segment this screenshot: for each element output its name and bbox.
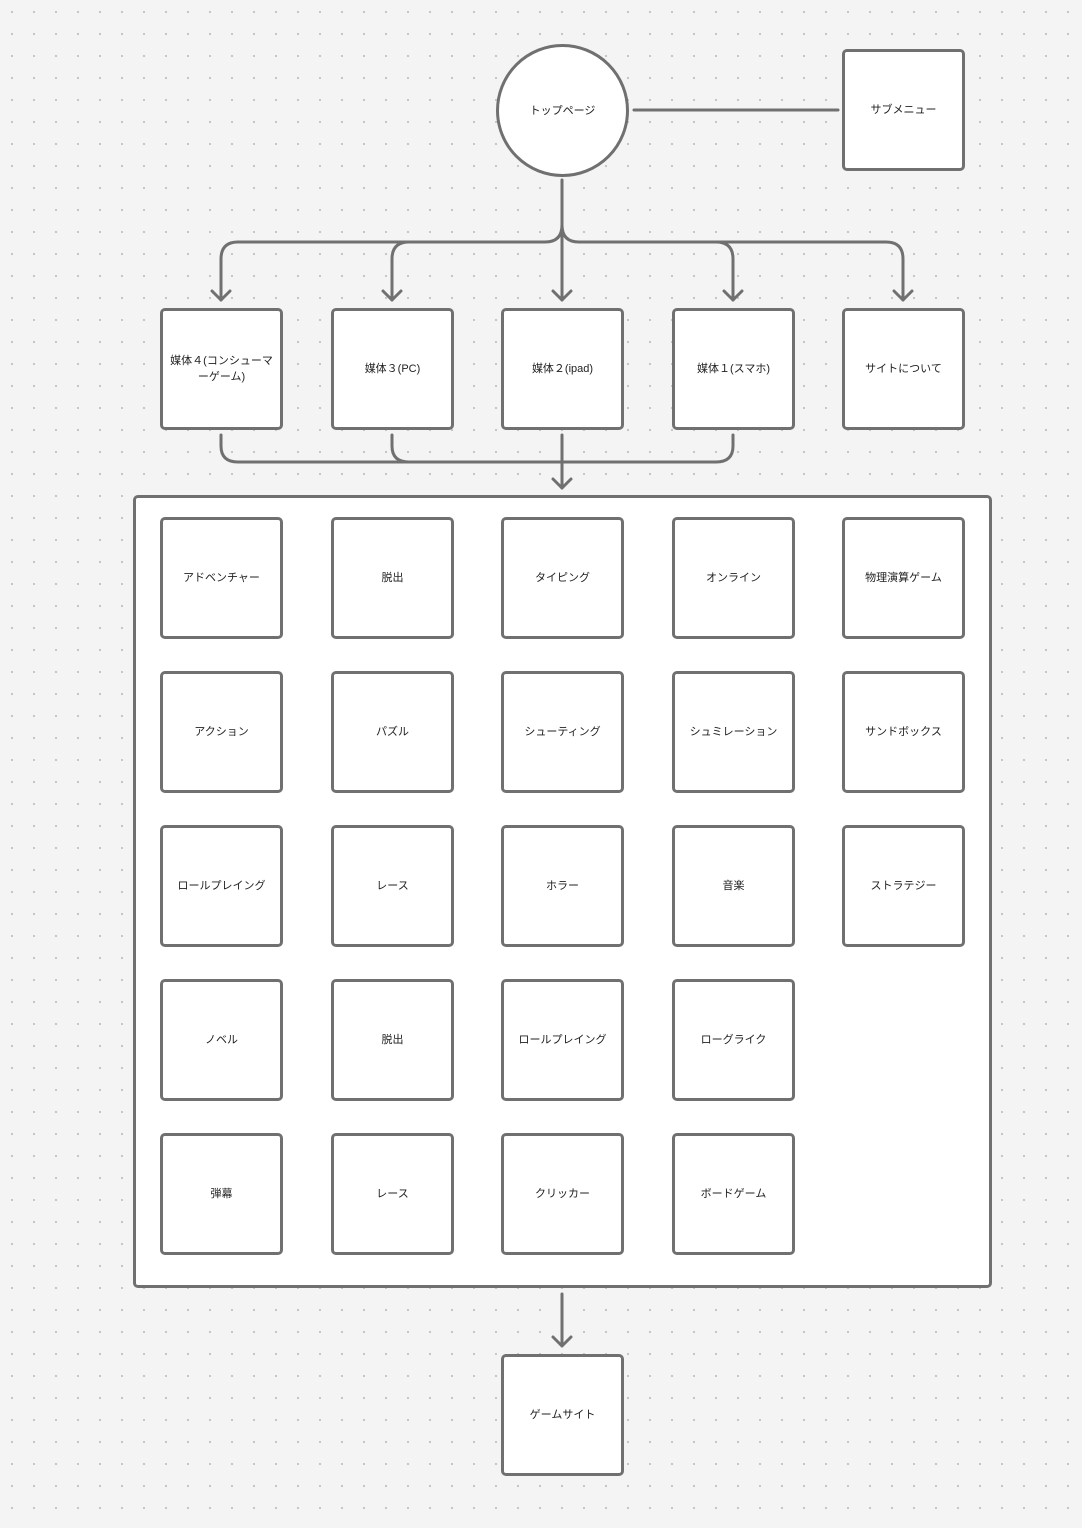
genre-label: 弾幕 <box>210 1188 233 1200</box>
genre-label: ボードゲーム <box>700 1188 767 1200</box>
genre-node[interactable]: レース <box>331 1133 454 1255</box>
genre-label: ストラテジー <box>870 880 937 892</box>
arrowheads-media <box>210 289 914 302</box>
genre-node[interactable]: ホラー <box>501 825 624 947</box>
genre-node[interactable]: ノベル <box>160 979 283 1101</box>
genre-node[interactable]: クリッカー <box>501 1133 624 1255</box>
genre-label: ロールプレイング <box>177 880 266 892</box>
media-label: 媒体３(PC) <box>364 363 421 375</box>
genre-label: ローグライク <box>700 1034 767 1046</box>
media-node[interactable]: 媒体３(PC) <box>331 308 454 430</box>
genre-label: 物理演算ゲーム <box>865 572 942 584</box>
genre-node[interactable]: 音楽 <box>672 825 795 947</box>
top-page-label: トップページ <box>529 104 596 117</box>
genre-label: タイピング <box>535 572 590 584</box>
edge-container-site <box>551 1292 573 1348</box>
genre-label: レース <box>376 880 409 892</box>
genre-label: アクション <box>194 726 249 738</box>
genre-label: シュミレーション <box>689 726 778 738</box>
genre-node[interactable]: タイピング <box>501 517 624 639</box>
genre-node[interactable]: サンドボックス <box>842 671 965 793</box>
genre-label: サンドボックス <box>865 726 942 738</box>
genre-node[interactable]: レース <box>331 825 454 947</box>
top-page-node[interactable]: トップページ <box>496 44 629 177</box>
genre-label: ロールプレイング <box>518 1034 607 1046</box>
submenu-node[interactable]: サブメニュー <box>842 49 965 171</box>
genre-node[interactable]: 脱出 <box>331 517 454 639</box>
media-node[interactable]: 媒体４(コンシューマーゲーム) <box>160 308 283 430</box>
genre-node[interactable]: シューティング <box>501 671 624 793</box>
genre-label: ホラー <box>546 880 579 892</box>
genre-node[interactable]: アクション <box>160 671 283 793</box>
about-site-node[interactable]: サイトについて <box>842 308 965 430</box>
genre-label: レース <box>376 1188 409 1200</box>
genre-node[interactable]: アドベンチャー <box>160 517 283 639</box>
edge-to-media4 <box>219 223 564 302</box>
genre-label: 脱出 <box>381 572 404 584</box>
genre-node[interactable]: 脱出 <box>331 979 454 1101</box>
genre-node[interactable]: 物理演算ゲーム <box>842 517 965 639</box>
edge-to-about <box>714 240 905 302</box>
arrowhead-container <box>551 477 573 490</box>
media-node[interactable]: 媒体２(ipad) <box>501 308 624 430</box>
media-label: 媒体１(スマホ) <box>697 363 770 375</box>
genre-label: 脱出 <box>381 1034 404 1046</box>
genre-node[interactable]: ローグライク <box>672 979 795 1101</box>
genre-label: シューティング <box>524 726 601 738</box>
genre-label: ノベル <box>205 1034 238 1046</box>
genre-label: クリッカー <box>535 1188 590 1200</box>
edge-media-merge <box>219 433 735 490</box>
genre-node[interactable]: ロールプレイング <box>160 825 283 947</box>
genre-label: アドベンチャー <box>183 572 260 584</box>
about-site-label: サイトについて <box>865 363 942 375</box>
game-site-label: ゲームサイト <box>529 1409 596 1421</box>
submenu-label: サブメニュー <box>870 104 937 116</box>
edge-to-media1 <box>560 223 735 302</box>
media-label: 媒体２(ipad) <box>531 363 594 375</box>
genre-label: パズル <box>376 726 409 738</box>
genre-node[interactable]: ボードゲーム <box>672 1133 795 1255</box>
genre-label: 音楽 <box>722 880 745 892</box>
genre-label: オンライン <box>706 572 761 584</box>
genre-node[interactable]: シュミレーション <box>672 671 795 793</box>
game-site-node[interactable]: ゲームサイト <box>501 1354 624 1476</box>
genre-node[interactable]: ロールプレイング <box>501 979 624 1101</box>
genre-node[interactable]: 弾幕 <box>160 1133 283 1255</box>
media-label: 媒体４(コンシューマーゲーム) <box>170 355 273 383</box>
genre-node[interactable]: オンライン <box>672 517 795 639</box>
edge-to-media3 <box>390 240 411 302</box>
genre-node[interactable]: ストラテジー <box>842 825 965 947</box>
media-node[interactable]: 媒体１(スマホ) <box>672 308 795 430</box>
genre-node[interactable]: パズル <box>331 671 454 793</box>
